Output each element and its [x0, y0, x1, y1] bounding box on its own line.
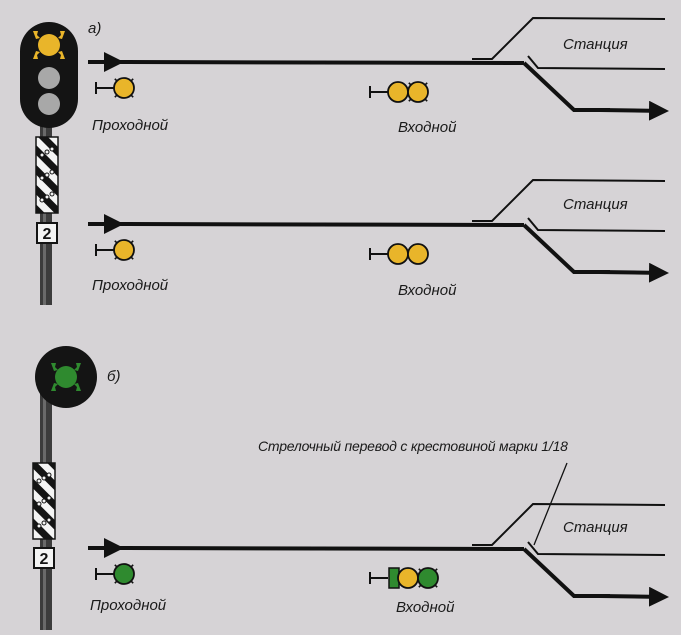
- block-signal-label: Проходной: [90, 597, 167, 614]
- station-track-upper: [472, 178, 666, 222]
- light-green-flashing: [113, 563, 135, 585]
- block-signal: [95, 239, 135, 261]
- light-yellow: [387, 81, 409, 103]
- entry-signal-label: Входной: [398, 282, 457, 299]
- section-label-b: б): [107, 368, 121, 385]
- branch-track: [522, 223, 610, 274]
- entry-signal: [369, 81, 429, 103]
- block-signal: [95, 77, 135, 99]
- track-diagram: [88, 16, 669, 121]
- station-track-upper: [472, 16, 666, 60]
- plate-dots: [36, 472, 52, 529]
- section-label-a: а): [88, 20, 102, 37]
- mast-signal-b: 2: [32, 346, 97, 630]
- station-label: Станция: [563, 196, 628, 213]
- entry-signal-label: Входной: [398, 119, 457, 136]
- branch-track: [522, 547, 610, 598]
- station-track-lower: [527, 217, 666, 232]
- block-signal: [95, 563, 135, 585]
- track-diagram: [88, 502, 669, 607]
- branch-track: [522, 61, 610, 112]
- branch-track-arrow: [599, 100, 669, 121]
- block-signal-label: Проходной: [92, 117, 169, 134]
- entry-signal-label: Входной: [396, 599, 455, 616]
- number-plate-text: 2: [43, 226, 52, 243]
- switch-pointer-line: [533, 462, 568, 546]
- station-track-lower: [527, 541, 666, 556]
- branch-track-arrow: [599, 262, 669, 283]
- track-diagram: [88, 178, 669, 283]
- entry-signal: [369, 567, 439, 589]
- light-yellow: [397, 567, 419, 589]
- branch-track-arrow: [599, 586, 669, 607]
- light-off: [38, 67, 60, 89]
- number-plate: [36, 222, 58, 244]
- entry-signal: [369, 243, 429, 265]
- number-plate-text: 2: [40, 551, 49, 568]
- main-track: [109, 546, 525, 551]
- station-label: Станция: [563, 36, 628, 53]
- light-green-flashing: [51, 363, 81, 391]
- station-track-upper: [472, 502, 666, 546]
- light-yellow-flashing: [407, 81, 429, 103]
- station-label: Станция: [563, 519, 628, 536]
- switch-note: Стрелочный перевод с крестовиной марки 1…: [258, 438, 568, 454]
- main-track: [109, 60, 525, 65]
- light-off: [38, 93, 60, 115]
- light-yellow-flashing: [113, 77, 135, 99]
- light-yellow-flashing: [33, 31, 65, 59]
- block-signal-label: Проходной: [92, 277, 169, 294]
- light-yellow-flashing: [113, 239, 135, 261]
- main-track: [109, 222, 525, 227]
- light-yellow: [407, 243, 429, 265]
- mast-signal-a: 2: [20, 22, 78, 305]
- plate-dots: [39, 146, 55, 203]
- number-plate: [33, 547, 55, 569]
- light-yellow: [387, 243, 409, 265]
- station-track-lower: [527, 55, 666, 70]
- light-green-flashing: [417, 567, 439, 589]
